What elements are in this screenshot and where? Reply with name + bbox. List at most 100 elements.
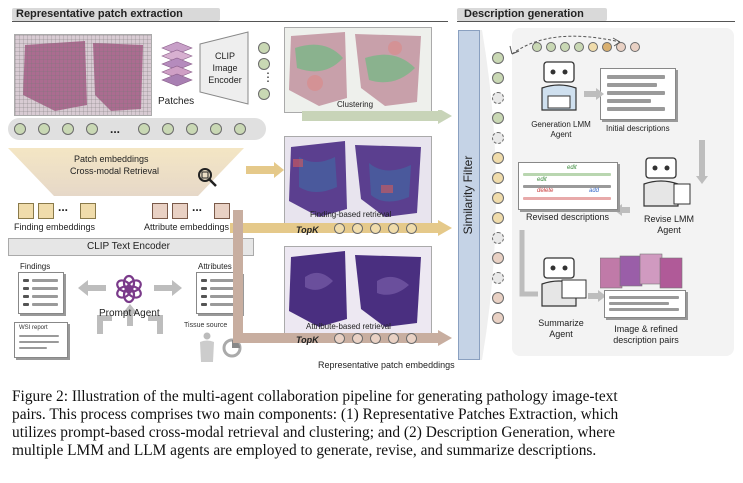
embedding-dot	[492, 212, 504, 224]
clustering-image	[284, 27, 432, 113]
embedding-dot	[602, 42, 612, 52]
revise-agent-robot-icon	[636, 156, 692, 212]
embedding-dot	[546, 42, 556, 52]
patch-embeddings-label: Patch embeddings	[74, 154, 149, 164]
embedding-dot	[162, 123, 174, 135]
vertical-ellipsis: ⋮	[262, 70, 274, 84]
embedding-dot	[492, 132, 504, 144]
attribute-embeddings-label: Attribute embeddings	[144, 222, 230, 232]
edit-tag: edit	[567, 165, 577, 171]
embedding-dot	[14, 123, 26, 135]
right-header-rule	[457, 21, 735, 22]
clip-image-encoder-label: CLIP Image Encoder	[208, 51, 242, 85]
delete-tag: delete	[537, 188, 554, 194]
embedding-dot	[492, 92, 504, 104]
embedding-dot	[388, 223, 399, 234]
embedding-dot	[86, 123, 98, 135]
row-ellipsis: ...	[110, 122, 121, 136]
embedding-dot	[62, 123, 74, 135]
wsi-grid-image	[14, 34, 152, 116]
embedding-dot	[492, 312, 504, 324]
findings-document	[18, 272, 64, 314]
findings-label: Findings	[20, 262, 51, 271]
embedding-dot	[388, 333, 399, 344]
finding-ellipsis: ...	[58, 200, 69, 214]
right-section-title: Description generation	[464, 8, 584, 20]
finding-retrieval-image	[284, 136, 432, 224]
patch-embedding-row	[8, 118, 266, 140]
retrieval-flow-arrows	[230, 110, 452, 346]
finding-embedding-box	[18, 203, 34, 219]
embedding-dot	[352, 333, 363, 344]
tissue-source-label: Tissue source	[184, 322, 228, 329]
edit-tag: edit	[537, 177, 547, 183]
wsi-report-document: WSI report	[14, 322, 68, 358]
openai-logo-icon	[114, 274, 144, 304]
dashed-feedback-arrow	[509, 35, 621, 55]
embedding-dot	[492, 192, 504, 204]
caption-line: Figure 2: Illustration of the multi-agen…	[12, 388, 618, 405]
left-section-title: Representative patch extraction	[16, 8, 183, 20]
right-section-header-bar	[457, 8, 607, 21]
embedding-dot	[492, 252, 504, 264]
attribute-based-retrieval-label: Attribute-based retrieval	[306, 322, 391, 331]
clip-image-encoder: CLIP Image Encoder	[198, 30, 250, 106]
embedding-dot	[492, 272, 504, 284]
embedding-dot	[492, 232, 504, 244]
embedding-dot	[138, 123, 150, 135]
embedding-dot	[258, 58, 270, 70]
revise-agent-label: Revise LMM Agent	[644, 214, 695, 235]
embedding-dot	[334, 333, 345, 344]
revised-descriptions-label: Revised descriptions	[526, 212, 610, 222]
clustering-label: Clustering	[337, 100, 374, 109]
wsi-grid-drawing	[15, 35, 151, 115]
revised-descriptions-card: edit edit delete add	[518, 162, 618, 210]
patches-stack-icon	[158, 40, 196, 90]
caption-line: utilizes prompt-based cross-modal retrie…	[12, 424, 616, 441]
finding-embeddings-label: Finding embeddings	[14, 222, 96, 232]
patches-label: Patches	[158, 96, 195, 107]
clip-text-encoder-label: CLIP Text Encoder	[87, 241, 171, 252]
human-body-icon	[196, 332, 218, 362]
figure-caption: Figure 2: Illustration of the multi-agen…	[12, 388, 736, 460]
prompt-agent-arrows	[78, 280, 182, 334]
embedding-dot	[574, 42, 584, 52]
embedding-dot	[492, 152, 504, 164]
clip-text-encoder: CLIP Text Encoder	[8, 238, 254, 256]
embedding-dot	[492, 292, 504, 304]
embedding-dot	[210, 123, 222, 135]
attribute-embedding-box	[214, 203, 230, 219]
generation-agent-robot-icon	[534, 60, 584, 118]
magnifier-icon	[196, 166, 218, 188]
embedding-dot	[186, 123, 198, 135]
embedding-dot	[234, 123, 246, 135]
add-tag: add	[589, 188, 600, 194]
embedding-dot	[630, 42, 640, 52]
embedding-dot	[616, 42, 626, 52]
embedding-dot	[492, 72, 504, 84]
embedding-dot	[492, 172, 504, 184]
left-header-rule	[12, 21, 448, 22]
agent-flow-arrows	[519, 88, 708, 302]
similarity-filter-label: Similarity Filter	[461, 155, 475, 235]
summarize-agent-robot-icon	[534, 256, 590, 314]
attribute-embedding-box	[152, 203, 168, 219]
embedding-dot	[406, 333, 417, 344]
embedding-dot	[532, 42, 542, 52]
embedding-dot	[588, 42, 598, 52]
initial-descriptions-card	[600, 68, 676, 120]
attribute-retrieval-image	[284, 246, 432, 334]
topk-attribute-label: TopK	[296, 335, 319, 345]
embedding-dot	[492, 52, 504, 64]
prompt-agent-label: Prompt Agent	[99, 308, 160, 319]
summarize-agent-label: Summarize Agent	[538, 318, 584, 339]
generation-agent-label: Generation LMM Agent	[531, 120, 591, 139]
left-section-header-bar	[12, 8, 220, 21]
refined-descriptions-card	[604, 290, 686, 318]
attributes-label: Attributes	[198, 262, 232, 271]
cross-modal-retrieval-label: Cross-modal Retrieval	[70, 166, 160, 176]
image-refined-pairs-label: Image & refined description pairs	[613, 324, 679, 345]
attribute-embedding-box	[172, 203, 188, 219]
finding-based-retrieval-label: Finding-based retrieval	[310, 210, 392, 219]
similarity-filter-bar	[458, 30, 480, 360]
